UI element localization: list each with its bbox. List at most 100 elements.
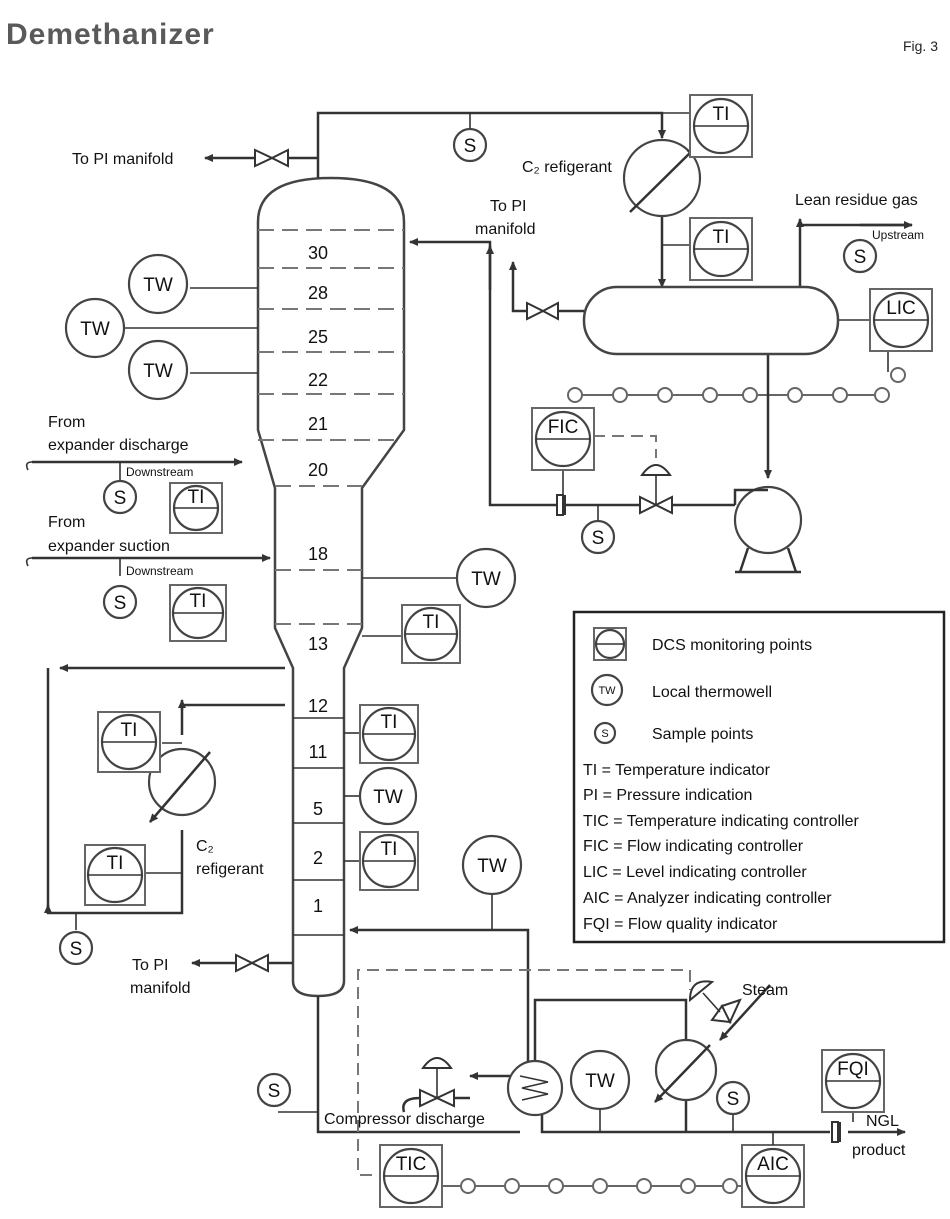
label-from: From [48, 414, 85, 431]
tray-number: 13 [308, 634, 328, 654]
label-product: product [852, 1142, 906, 1159]
steam-valve-icon [688, 980, 742, 1025]
label-to-pi-bottom: To PI [132, 957, 168, 974]
sample-point: S [102, 584, 138, 620]
ti-label: TI [107, 853, 124, 874]
fqi-indicator: FQI [821, 1049, 885, 1113]
label-ngl: NGL [866, 1113, 899, 1130]
label-manifold-bottom: manifold [130, 980, 190, 997]
tw-thermowell: TW [455, 547, 517, 609]
legend-text: Local thermowell [652, 684, 772, 701]
sample-label: S [727, 1089, 740, 1110]
tray-number: 21 [308, 414, 328, 434]
label-manifold: manifold [475, 221, 535, 238]
bottom-pi-line [191, 953, 293, 973]
tray-number: 11 [309, 742, 328, 762]
tw-label: TW [143, 275, 173, 296]
ti-indicator: TI [359, 704, 419, 764]
label-c2: C₂ [196, 838, 214, 855]
tray-number: 1 [313, 896, 323, 916]
bottoms-piping [278, 895, 906, 1143]
valve-icon [254, 148, 289, 168]
sample-point: S [102, 479, 138, 515]
figure-label: Fig. 3 [902, 38, 938, 54]
label-compressor-discharge: Compressor discharge [324, 1111, 485, 1128]
sample-point: S [842, 238, 878, 274]
sample-point: S [256, 1072, 292, 1108]
tw-thermowell: TW [358, 766, 418, 826]
ti-label: TI [713, 104, 730, 125]
tw-label: TW [373, 787, 403, 808]
sample-point: S [715, 1080, 751, 1116]
tw-thermowell: TW [127, 339, 189, 401]
label-downstream: Downstream [126, 465, 193, 479]
aic-controller: AIC [741, 1144, 805, 1208]
tray-number: 28 [308, 283, 328, 303]
orifice-icon [831, 1121, 839, 1143]
demethanizer-column [256, 176, 406, 998]
tray-number: 25 [308, 327, 328, 347]
valve-icon [526, 301, 559, 321]
tray-number: 20 [308, 460, 328, 480]
ti-label: TI [423, 612, 440, 633]
ti-label: TI [190, 591, 207, 612]
diagram-labels: To PI manifold C₂ refigerant To PI manif… [48, 151, 924, 1159]
tw-label: TW [471, 569, 501, 590]
sample-label: S [70, 939, 83, 960]
label-steam: Steam [742, 982, 788, 999]
sample-label: S [114, 593, 127, 614]
lic-signal-line [567, 367, 906, 403]
legend-definition: TIC = Temperature indicating controller [583, 813, 860, 830]
legend-definition: LIC = Level indicating controller [583, 864, 807, 881]
legend-definition: FIC = Flow indicating controller [583, 838, 804, 855]
legend-definition: FQI = Flow quality indicator [583, 916, 778, 933]
sample-label: S [464, 136, 477, 157]
tic-signal-line [357, 969, 691, 1176]
ti-indicator: TI [169, 482, 223, 534]
ti-indicator-drum-inlet: TI [689, 217, 753, 281]
sample-label: S [854, 247, 867, 268]
sample-point: S [58, 930, 94, 966]
legend-box: DCS monitoring points TW Local thermowel… [572, 610, 946, 944]
tic-controller: TIC [379, 1144, 443, 1208]
legend-dcs-symbol [593, 627, 627, 661]
reflux-drum [582, 285, 840, 356]
sample-label: S [114, 488, 127, 509]
ti-label: TI [121, 720, 138, 741]
feed-lines [25, 458, 271, 576]
label-to-pi: To PI [490, 198, 526, 215]
tw-label: TW [585, 1071, 615, 1092]
legend-definition: AIC = Analyzer indicating controller [583, 890, 832, 907]
tw-label: TW [80, 319, 110, 340]
fic-controller: FIC [531, 407, 595, 471]
tray-numbers: 30 28 25 22 21 20 18 13 12 11 5 2 1 [308, 243, 328, 916]
instrument-connectors [118, 287, 460, 862]
lic-controller: LIC [869, 288, 933, 352]
tray-number: 18 [308, 544, 328, 564]
label-to-pi-manifold: To PI manifold [72, 151, 173, 168]
tic-label: TIC [396, 1154, 427, 1175]
tray-number: 12 [308, 696, 328, 716]
ti-label: TI [381, 839, 398, 860]
sample-point: S [580, 519, 616, 555]
ti-label: TI [188, 487, 205, 508]
reboiler-exchanger-icon [506, 1059, 564, 1117]
tray-number: 2 [313, 848, 323, 868]
ti-indicator: TI [401, 604, 461, 664]
tw-label: TW [477, 856, 507, 877]
sample-point: S [452, 127, 488, 163]
label-c2-refrigerant: C₂ refigerant [522, 159, 612, 176]
legend-s-symbol: S [593, 721, 617, 745]
valve-icon [235, 953, 269, 973]
legend-definition: PI = Pressure indication [583, 787, 752, 804]
fic-label: FIC [548, 417, 579, 438]
tray-number: 30 [308, 243, 328, 263]
label-from: From [48, 514, 85, 531]
ti-indicator: TI [359, 831, 419, 891]
sample-label: S [268, 1081, 281, 1102]
diagram-title: Demethanizer [6, 18, 215, 51]
legend-text: DCS monitoring points [652, 637, 812, 654]
legend-s-symbol-text: S [601, 728, 608, 740]
tw-label: TW [143, 361, 173, 382]
